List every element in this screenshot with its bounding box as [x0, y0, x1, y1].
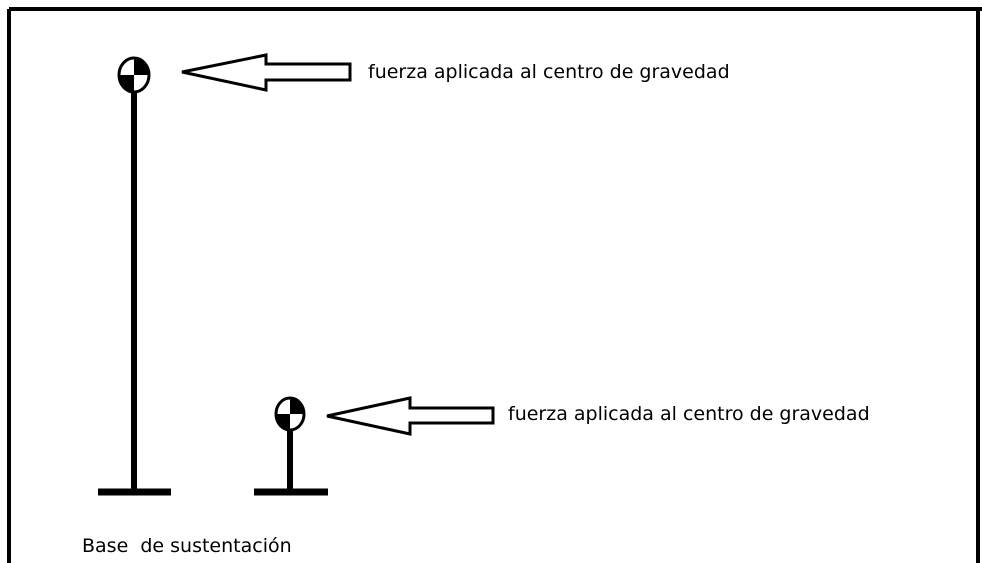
short-object	[254, 396, 328, 496]
short-center-of-gravity-symbol	[274, 396, 306, 432]
force-label-top: fuerza aplicada al centro de gravedad	[368, 61, 730, 83]
force-label-bottom: fuerza aplicada al centro de gravedad	[508, 403, 870, 425]
base-label: Base de sustentación	[82, 535, 292, 557]
force-arrow-top	[181, 53, 352, 92]
force-arrow-bottom	[326, 396, 495, 436]
tall-object	[98, 56, 171, 496]
tall-center-of-gravity-symbol	[117, 56, 151, 94]
